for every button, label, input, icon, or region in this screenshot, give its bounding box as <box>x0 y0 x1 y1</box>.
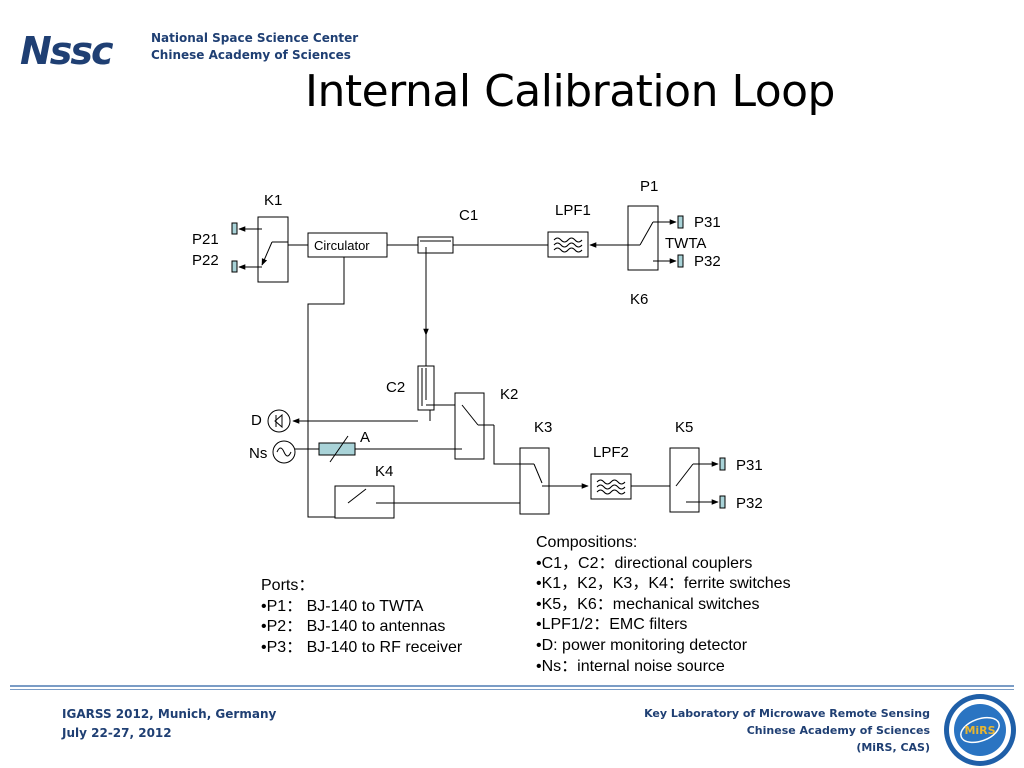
footer-divider <box>10 685 1014 687</box>
lab-name: Key Laboratory of Microwave Remote Sensi… <box>644 707 930 720</box>
slide-title: Internal Calibration Loop <box>305 66 835 117</box>
a-label: A <box>360 429 370 446</box>
p21-port-icon <box>231 222 238 235</box>
p31-bottom-label: P31 <box>736 457 763 474</box>
compositions-item: •LPF1/2：EMC filters <box>536 616 688 634</box>
ns-label: Ns <box>249 445 267 462</box>
k4-label: K4 <box>375 463 393 480</box>
compositions-heading: Compositions: <box>536 534 638 551</box>
organization-name: National Space Science Center Chinese Ac… <box>151 30 358 64</box>
p32-bottom-label: P32 <box>736 495 763 512</box>
p1-label: P1 <box>640 178 658 195</box>
k3-label: K3 <box>534 419 552 436</box>
k3-switch-box <box>519 447 550 515</box>
mirs-seal-logo: MiRS <box>944 694 1016 766</box>
k1-label: K1 <box>264 192 282 209</box>
compositions-item: •K5，K6：mechanical switches <box>536 595 760 613</box>
compositions-item: •D: power monitoring detector <box>536 636 748 654</box>
lab-info: Key Laboratory of Microwave Remote Sensi… <box>644 705 930 756</box>
k6-label: K6 <box>630 291 648 308</box>
ports-item: •P1： BJ-140 to TWTA <box>261 597 424 615</box>
k1-switch-box <box>257 216 289 283</box>
compositions-item: •Ns：internal noise source <box>536 657 725 675</box>
svg-text:MiRS: MiRS <box>964 724 995 737</box>
org-line-1: National Space Science Center <box>151 31 359 45</box>
ports-item: •P2： BJ-140 to antennas <box>261 618 446 636</box>
conference-dates: July 22-27, 2012 <box>62 726 172 740</box>
ports-heading: Ports： <box>261 577 315 594</box>
d-label: D <box>251 412 262 429</box>
p31-bottom-port-icon <box>719 457 726 471</box>
p31-top-port-icon <box>677 215 684 229</box>
k5-label: K5 <box>675 419 693 436</box>
compositions-item: •C1，C2：directional couplers <box>536 554 753 572</box>
conference-info: IGARSS 2012, Munich, Germany July 22-27,… <box>62 705 276 743</box>
footer-divider-thin <box>10 689 1014 690</box>
nssc-logo: Nssc <box>20 29 116 72</box>
svg-text:Nssc: Nssc <box>20 29 114 72</box>
compositions-list: Compositions: •C1，C2：directional coupler… <box>536 533 791 677</box>
c1-coupler <box>417 236 454 254</box>
lpf2-label: LPF2 <box>593 444 629 461</box>
ports-item: •P3： BJ-140 to RF receiver <box>261 638 463 656</box>
k6-switch-box <box>627 205 659 271</box>
p32-top-port-icon <box>677 254 684 268</box>
p22-port-icon <box>231 260 238 273</box>
lab-abbrev: (MiRS, CAS) <box>856 741 930 754</box>
attenuator-a-icon <box>318 442 356 456</box>
k2-switch-box <box>454 392 485 460</box>
p32-top-label: P32 <box>694 253 721 270</box>
detector-d-icon <box>267 409 291 433</box>
circulator-label: Circulator <box>314 238 370 253</box>
c2-label: C2 <box>386 379 405 396</box>
conference-name: IGARSS 2012, Munich, Germany <box>62 707 277 721</box>
p32-bottom-port-icon <box>719 495 726 509</box>
c1-label: C1 <box>459 207 478 224</box>
k2-label: K2 <box>500 386 518 403</box>
org-line-2: Chinese Academy of Sciences <box>151 48 351 62</box>
compositions-item: •K1，K2，K3，K4：ferrite switches <box>536 575 791 593</box>
twta-label: TWTA <box>665 235 706 252</box>
k4-switch-box <box>334 485 395 519</box>
p22-label: P22 <box>192 252 219 269</box>
k5-switch-box <box>669 447 700 513</box>
ports-list: Ports： •P1： BJ-140 to TWTA •P2： BJ-140 t… <box>261 576 462 658</box>
p21-label: P21 <box>192 231 219 248</box>
lpf1-label: LPF1 <box>555 202 591 219</box>
lab-academy: Chinese Academy of Sciences <box>746 724 930 737</box>
p31-top-label: P31 <box>694 214 721 231</box>
